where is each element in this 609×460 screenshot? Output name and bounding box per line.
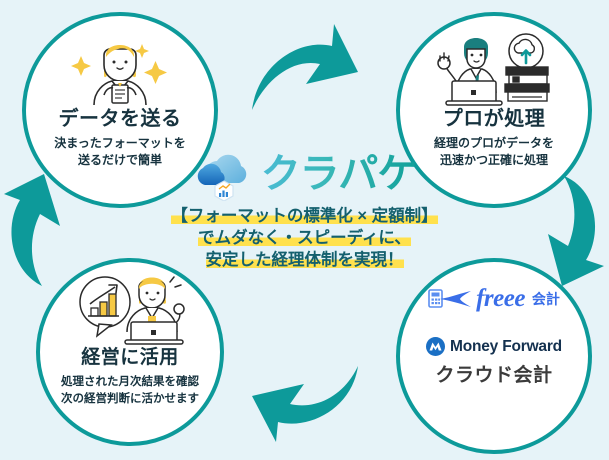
step-title: データを送る — [58, 108, 182, 130]
step-title: プロが処理 — [442, 108, 546, 130]
cloud-analytics-icon — [197, 154, 246, 201]
step-subtitle-line1: 経理のプロがデータを — [433, 136, 554, 150]
woman-holding-document-icon — [68, 32, 172, 106]
tagline-line-1: 【フォーマットの標準化 × 定額制】 — [171, 207, 438, 225]
freee-suffix: 会計 — [531, 290, 560, 307]
accountant-laptop-cloud-upload-icon — [434, 32, 554, 106]
partner-logos-card[interactable]: freee 会計 Money Forward クラウド会計 — [396, 258, 592, 454]
step-subtitle: 決まったフォーマットを 送るだけで簡単 — [54, 135, 186, 170]
step-subtitle-line2: 迅速かつ正確に処理 — [439, 153, 548, 168]
brand-name: クラパケ — [260, 152, 418, 196]
step-card-use-for-management[interactable]: 経営に活用 処理された月次結果を確認 次の経営判断に活かせます — [36, 258, 224, 446]
money-forward-logo: Money Forward — [426, 337, 562, 356]
arrow-left — [2, 172, 84, 295]
tagline-line-2: でムダなく・スピーディに、 — [198, 228, 411, 247]
step-title: 経営に活用 — [81, 347, 179, 368]
freee-wordmark: freee — [476, 285, 525, 312]
freee-logo: freee 会計 — [428, 286, 560, 311]
step-subtitle: 経理のプロがデータを 迅速かつ正確に処理 — [434, 135, 554, 170]
freee-calculator-bird-icon — [428, 288, 472, 308]
brand-logo: クラパケ — [193, 148, 417, 204]
step-subtitle-line1: 処理された月次結果を確認 — [61, 375, 199, 388]
step-subtitle-line1: 決まったフォーマットを — [54, 136, 186, 150]
money-forward-mark-icon — [426, 337, 446, 356]
tagline: 【フォーマットの標準化 × 定額制】 でムダなく・スピーディに、 安定した経理体… — [171, 206, 438, 271]
woman-laptop-growth-chart-icon — [69, 276, 191, 346]
step-card-pro-processes[interactable]: プロが処理 経理のプロがデータを 迅速かつ正確に処理 — [396, 12, 592, 208]
step-subtitle: 処理された月次結果を確認 次の経営判断に活かせます — [61, 374, 199, 407]
arrow-top — [248, 18, 362, 123]
tagline-line-3: 安定した経理体制を実現！ — [205, 250, 404, 269]
step-card-send-data[interactable]: データを送る 決まったフォーマットを 送るだけで簡単 — [22, 12, 218, 208]
step-subtitle-line2: 次の経営判断に活かせます — [61, 392, 199, 405]
money-forward-product-name: クラウド会計 — [435, 365, 553, 386]
arrow-bottom — [248, 352, 362, 447]
money-forward-wordmark: Money Forward — [450, 337, 562, 355]
step-subtitle-line2: 送るだけで簡単 — [77, 153, 162, 168]
center-brand-block: クラパケ 【フォーマットの標準化 × 定額制】 でムダなく・スピーディに、 安定… — [0, 148, 609, 271]
arrow-right — [520, 172, 604, 293]
